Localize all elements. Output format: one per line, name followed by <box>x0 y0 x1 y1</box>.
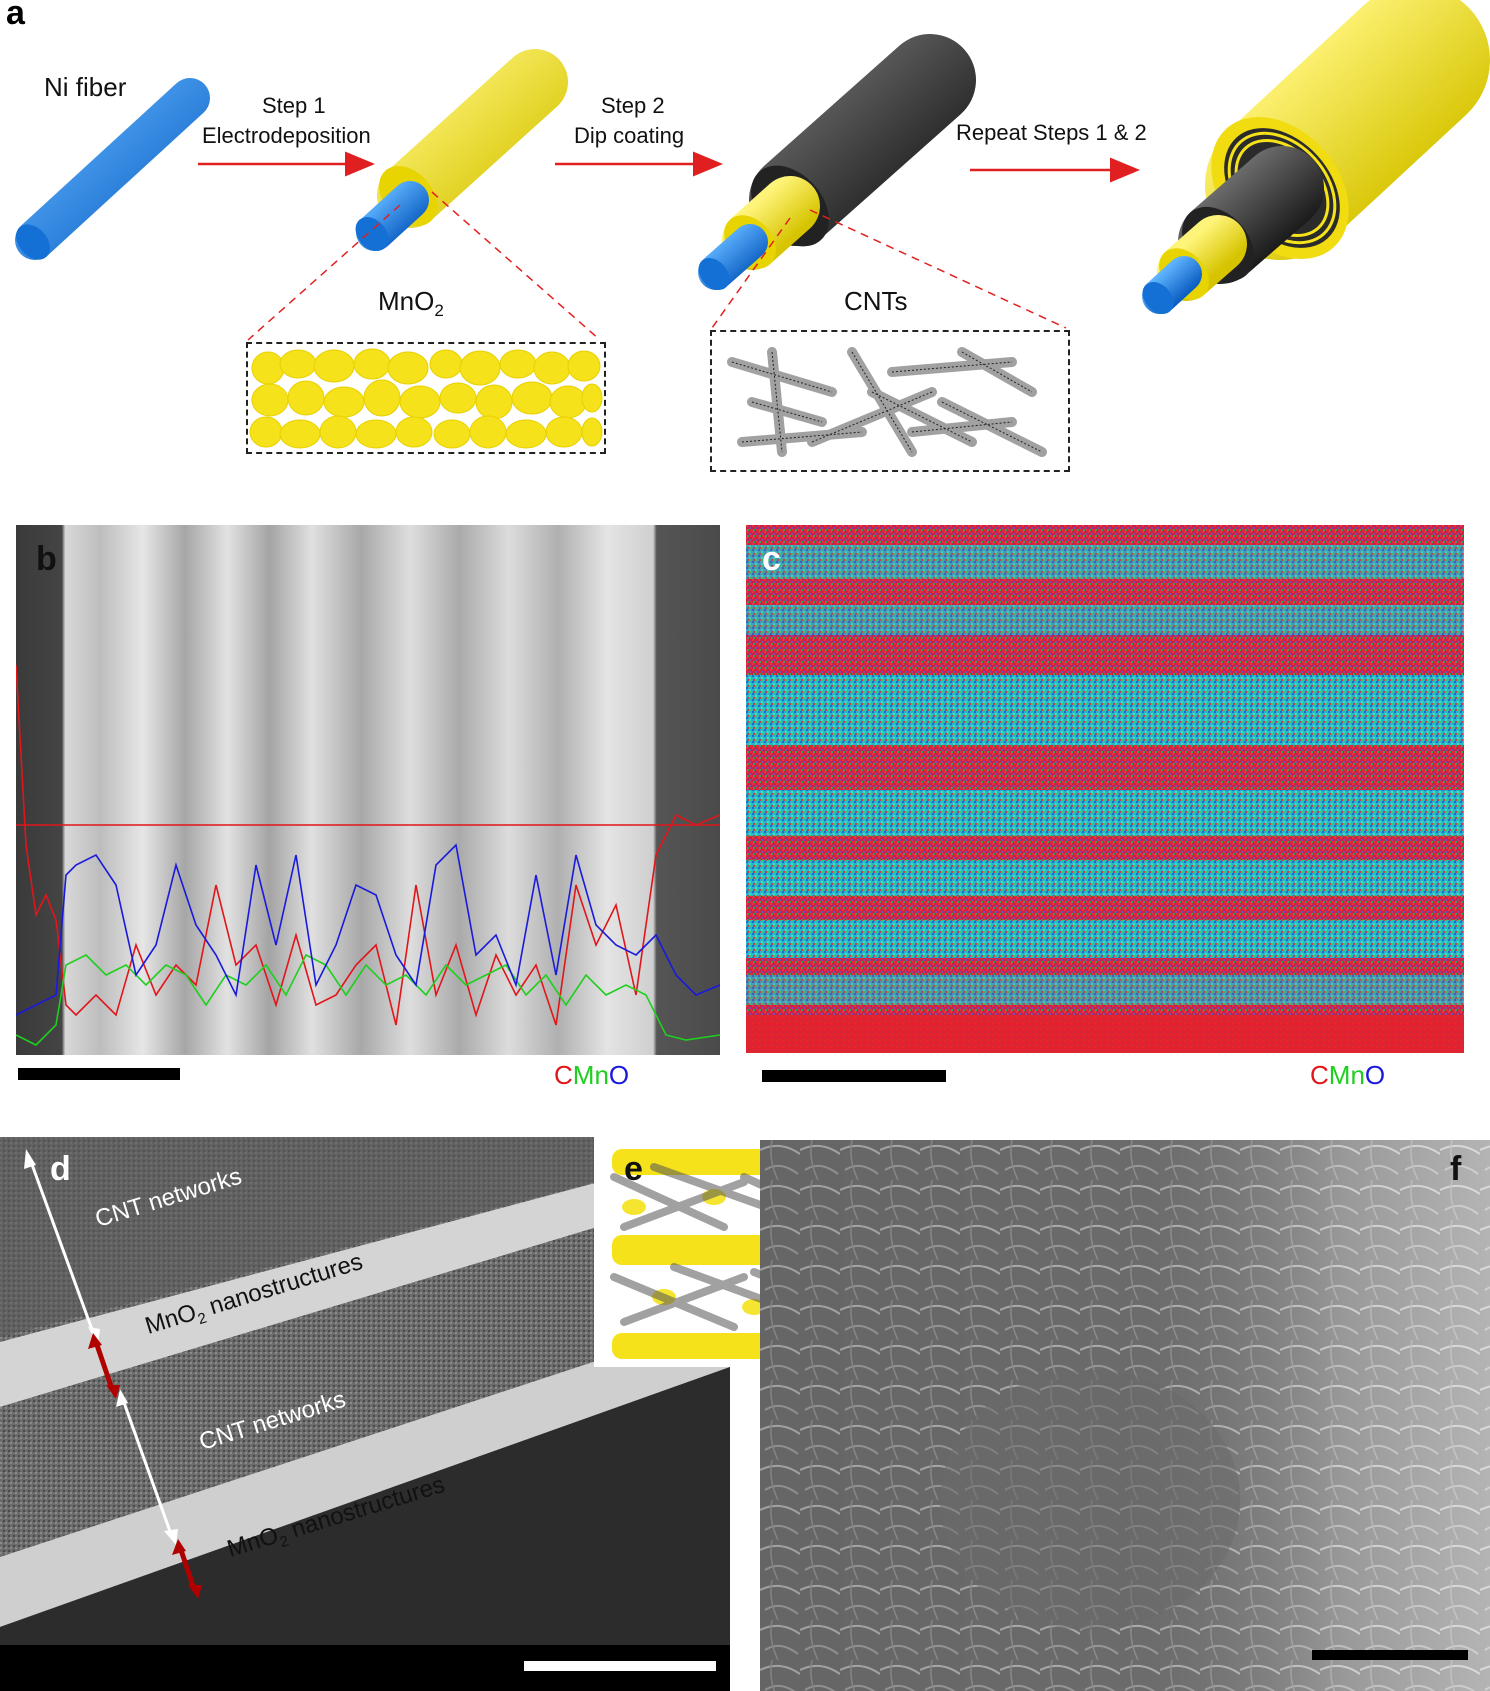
mno2-layer-label: MnO2 <box>378 286 444 321</box>
panel-c-eds-map <box>746 525 1464 1053</box>
panel-f-sem-image <box>760 1140 1490 1691</box>
legend-o: O <box>608 1060 630 1090</box>
step2-label-line1: Step 2 <box>601 93 665 118</box>
panel-c-letter: c <box>762 540 781 578</box>
panel-a-schematic <box>15 0 1490 341</box>
step1-label-line1: Step 1 <box>262 93 326 118</box>
line-scan-o <box>16 843 720 1016</box>
panel-b-letter: b <box>36 540 57 578</box>
panel-c-scale-bar <box>762 1070 946 1082</box>
cnt-zoom-box <box>710 330 1070 472</box>
multilayer-fiber-illustration <box>1142 0 1490 314</box>
cnt-coated-fiber-illustration <box>698 34 976 290</box>
panel-b-scale-bar <box>18 1068 180 1080</box>
legend-c: C <box>1310 1060 1329 1090</box>
panel-e-letter: e <box>624 1150 643 1188</box>
panel-b-legend: CMnO <box>554 1060 629 1091</box>
panel-d-scale-bar <box>524 1661 716 1671</box>
mno2-zoom-box <box>246 342 606 454</box>
step2-label-line2: Dip coating <box>574 123 685 148</box>
panel-f-scale-bar <box>1312 1650 1468 1660</box>
cnts-layer-label: CNTs <box>844 286 908 316</box>
mno2-base: MnO <box>378 286 435 316</box>
legend-mn: Mn <box>572 1060 609 1090</box>
panel-d-sem-image <box>0 1137 730 1691</box>
panel-d-letter: d <box>50 1150 71 1188</box>
mno2-sub: 2 <box>434 301 444 321</box>
legend-mn: Mn <box>1328 1060 1365 1090</box>
legend-o: O <box>1364 1060 1386 1090</box>
legend-c: C <box>554 1060 573 1090</box>
panel-a-letter: a <box>6 0 25 32</box>
panel-b-sem-image <box>16 525 720 1055</box>
ni-fiber-illustration <box>15 78 210 260</box>
panel-c-legend: CMnO <box>1310 1060 1385 1091</box>
repeat-label: Repeat Steps 1 & 2 <box>956 120 1147 145</box>
line-scan-mn <box>16 953 720 1046</box>
ni-fiber-label: Ni fiber <box>44 72 127 102</box>
mno2-coated-fiber-illustration <box>355 49 568 251</box>
line-scan-c <box>16 664 720 1026</box>
panel-f-letter: f <box>1450 1150 1462 1188</box>
step1-label-line2: Electrodeposition <box>202 123 371 148</box>
